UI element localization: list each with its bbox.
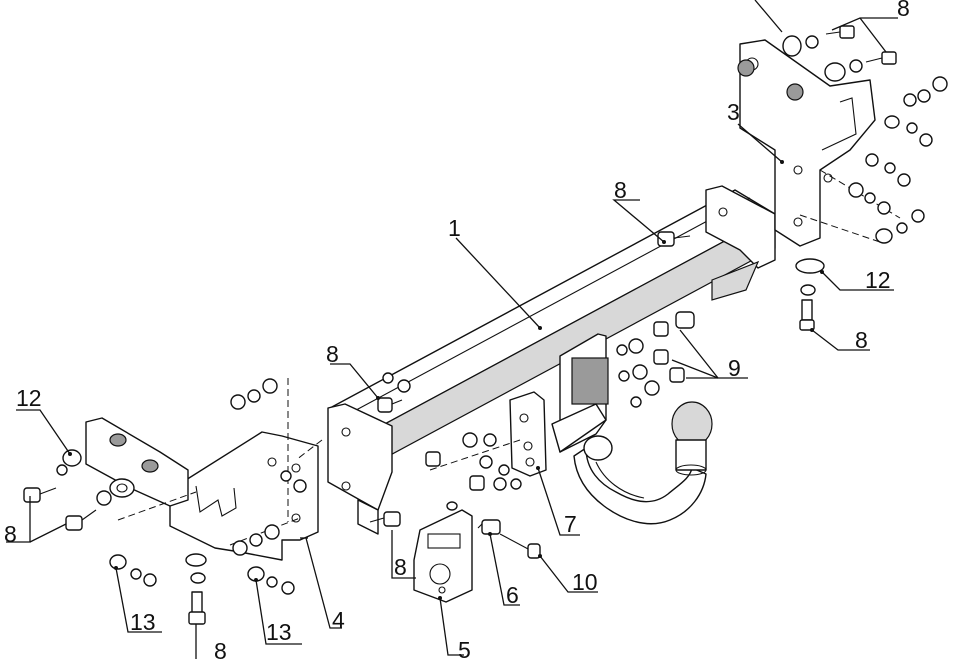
- bolts-plate-7: [425, 432, 522, 491]
- left-vehicle-bracket: [169, 431, 319, 561]
- tow-ball-neck: [573, 401, 713, 525]
- right-vehicle-bracket: [737, 39, 876, 247]
- label-13-a: 13: [130, 609, 156, 635]
- label-12-left: 12: [16, 385, 42, 411]
- label-8-left-bar: 8: [326, 341, 339, 367]
- nut-stack-left-top: [230, 378, 278, 410]
- label-4: 4: [332, 607, 345, 633]
- part-labels: 1 3 4 5 6 7 8 8 8 8 8 8 8 9 10 12 12 13 …: [4, 0, 910, 659]
- label-8-bottom: 8: [214, 638, 227, 659]
- label-8-right-bottom: 8: [855, 327, 868, 353]
- bolt-left-lower: [65, 509, 97, 531]
- label-1: 1: [448, 215, 461, 241]
- label-10: 10: [572, 569, 598, 595]
- label-8-mid: 8: [394, 554, 407, 580]
- leader-lines: [6, 0, 898, 659]
- leader-arrowheads: [68, 160, 824, 600]
- nut-stack-right-3: [865, 153, 911, 187]
- beam-left-endplate: [327, 403, 393, 535]
- side-plate-7: [509, 391, 547, 477]
- bolt-top-2: [865, 51, 897, 65]
- bolt-left-beam: [377, 397, 403, 413]
- fasteners: [23, 25, 948, 625]
- nut-stack-right-2: [884, 115, 933, 147]
- label-13-b: 13: [266, 619, 292, 645]
- beam-right-endplate: [705, 185, 776, 301]
- bolt-top-1: [825, 25, 855, 39]
- label-9: 9: [728, 355, 741, 381]
- label-5: 5: [458, 637, 471, 659]
- label-8-top: 8: [897, 0, 910, 21]
- washer-12-right: [795, 258, 825, 274]
- nut-stack-right-5: [875, 209, 925, 244]
- bolt-beam-top: [657, 231, 691, 247]
- electric-socket-plate: [413, 509, 473, 603]
- label-8-left: 8: [4, 521, 17, 547]
- bolts-9: [616, 311, 695, 408]
- bolt-left-12: [23, 487, 57, 503]
- left-outer-bracket: [85, 417, 189, 507]
- label-8-bar: 8: [614, 177, 627, 203]
- center-mount-plate: [551, 333, 609, 453]
- bolt-mid-bottom: [369, 511, 401, 527]
- label-3: 3: [727, 99, 740, 125]
- washers-13-a: [109, 554, 157, 587]
- nut-stack-left-mid: [232, 470, 307, 556]
- washer-top: [782, 35, 802, 57]
- nut-stack-right-4: [848, 182, 891, 215]
- nut-stack-right-1: [903, 76, 948, 107]
- label-12-right: 12: [865, 267, 891, 293]
- label-7: 7: [564, 511, 577, 537]
- spring-and-pin: [477, 519, 541, 559]
- label-6: 6: [506, 582, 519, 608]
